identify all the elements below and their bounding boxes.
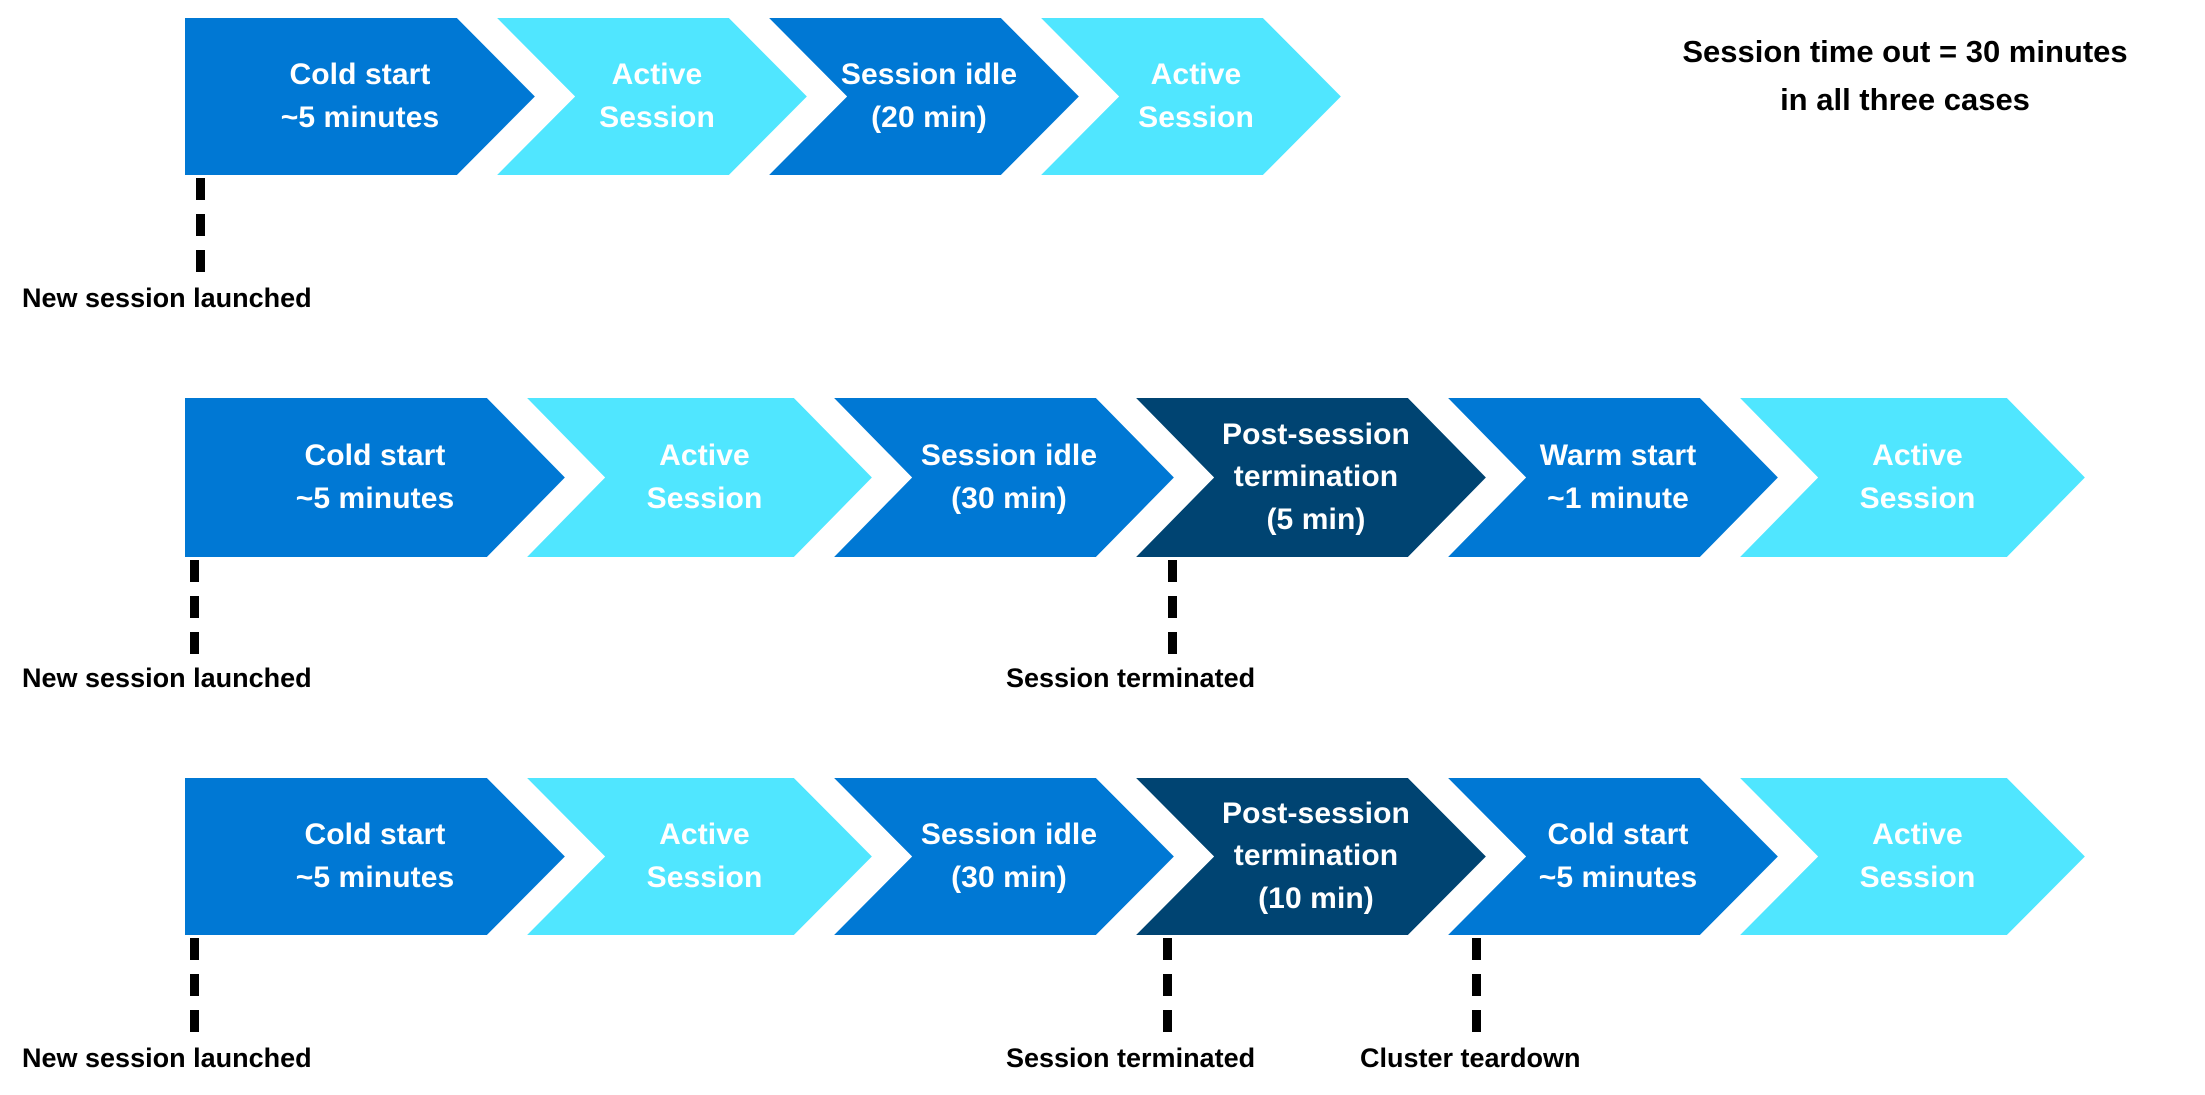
segment-label: Active Session <box>646 817 763 894</box>
marker-label-new-session-launched: New session launched <box>22 663 312 693</box>
segment-label: Cold start ~5 minutes <box>295 817 455 894</box>
segment-label: Session idle (20 min) <box>840 57 1018 134</box>
segment-label: Session idle (30 min) <box>920 817 1098 894</box>
marker-dashed-line-session-terminated <box>1163 938 1172 1034</box>
segment-session-idle: Session idle (30 min) <box>834 778 1174 935</box>
arrow-track: Cold start ~5 minutes Active Session Sessi… <box>185 398 2085 557</box>
segment-label: Active Session <box>1859 438 1976 515</box>
marker-label-new-session-launched: New session launched <box>22 1043 312 1073</box>
segment-post-session-termination: Post-session termination (5 min) <box>1136 398 1486 557</box>
segment-cold-start: Cold start ~5 minutes <box>1448 778 1778 935</box>
segment-session-idle: Session idle (30 min) <box>834 398 1174 557</box>
segment-post-session-termination: Post-session termination (10 min) <box>1136 778 1486 935</box>
segment-active-session: Active Session <box>527 778 872 935</box>
marker-label-new-session-launched: New session launched <box>22 283 312 313</box>
segment-warm-start: Warm start ~1 minute <box>1448 398 1778 557</box>
segment-label: Active Session <box>599 57 715 134</box>
segment-session-idle: Session idle (20 min) <box>769 18 1079 175</box>
segment-label: Active Session <box>1859 817 1976 894</box>
segment-label: Session idle (30 min) <box>920 438 1098 515</box>
arrow-track: Cold start ~5 minutes Active Session Sessi… <box>185 778 2085 935</box>
segment-active-session: Active Session <box>1041 18 1341 175</box>
segment-label: Post-session termination (10 min) <box>1222 796 1410 915</box>
segment-active-session: Active Session <box>1740 398 2085 557</box>
segment-cold-start: Cold start ~5 minutes <box>185 18 535 175</box>
segment-cold-start: Cold start ~5 minutes <box>185 778 565 935</box>
marker-dashed-line-new-session-launched <box>190 560 199 656</box>
segment-active-session: Active Session <box>497 18 807 175</box>
segment-fill <box>185 18 535 175</box>
segment-fill <box>185 778 565 935</box>
segment-label: Cold start ~5 minutes <box>280 57 440 134</box>
segment-label: Cold start ~5 minutes <box>1538 817 1698 894</box>
marker-dashed-line-cluster-teardown <box>1472 938 1481 1034</box>
segment-cold-start: Cold start ~5 minutes <box>185 398 565 557</box>
segment-label: Post-session termination (5 min) <box>1222 417 1410 536</box>
segment-fill <box>185 398 565 557</box>
segment-active-session: Active Session <box>1740 778 2085 935</box>
marker-dashed-line-new-session-launched <box>196 178 205 274</box>
marker-label-session-terminated: Session terminated <box>1006 663 1256 693</box>
arrow-track: Cold start ~5 minutes Active Session Sessi… <box>185 18 1341 175</box>
segment-active-session: Active Session <box>527 398 872 557</box>
segment-label: Active Session <box>646 438 763 515</box>
marker-label-session-terminated: Session terminated <box>1006 1043 1256 1073</box>
segment-label: Cold start ~5 minutes <box>295 438 455 515</box>
session-timeout-note: Session time out = 30 minutes in all thr… <box>1682 34 2128 118</box>
segment-label: Active Session <box>1138 57 1254 134</box>
marker-label-cluster-teardown: Cluster teardown <box>1360 1043 1581 1073</box>
marker-dashed-line-new-session-launched <box>190 938 199 1034</box>
segment-label: Warm start ~1 minute <box>1539 438 1697 515</box>
marker-dashed-line-session-terminated <box>1168 560 1177 656</box>
